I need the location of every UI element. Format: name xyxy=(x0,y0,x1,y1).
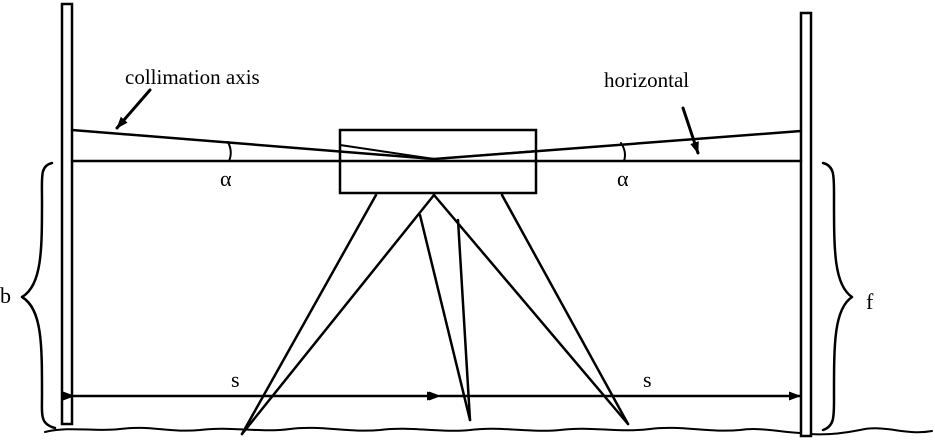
alpha-right-label: α xyxy=(617,166,629,191)
s-right-label: s xyxy=(643,367,652,392)
angle-arc-left xyxy=(227,141,232,162)
alpha-left-label: α xyxy=(220,166,232,191)
collimation-axis-label: collimation axis xyxy=(125,65,260,89)
s-left-label: s xyxy=(231,367,240,392)
b-label: b xyxy=(0,283,11,308)
tripod xyxy=(240,193,630,436)
brace-f xyxy=(821,161,854,432)
collimation-pointer-arrow xyxy=(115,88,152,130)
brace-b xyxy=(20,161,57,430)
f-label: f xyxy=(866,289,874,314)
horizontal-pointer-arrow xyxy=(681,106,700,155)
left-staff xyxy=(60,2,74,426)
ground-line xyxy=(44,426,933,436)
angle-arc-right xyxy=(620,142,626,162)
collimation-axis-inside xyxy=(339,144,537,160)
right-staff xyxy=(799,11,813,438)
horizontal-label: horizontal xyxy=(604,68,689,92)
